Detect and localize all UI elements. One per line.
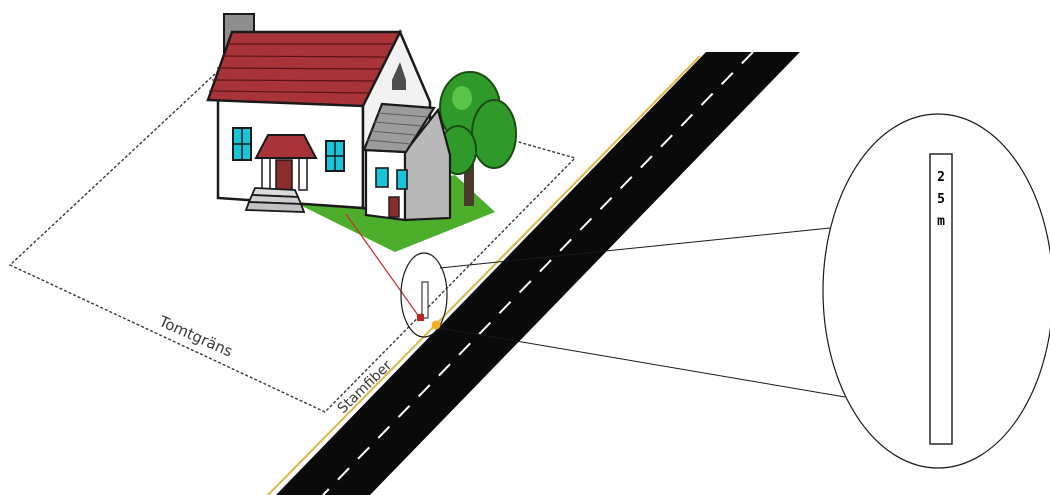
lot-boundary-outline <box>8 59 577 413</box>
road-center-marking <box>322 51 754 495</box>
front-door <box>275 159 293 191</box>
porch-post <box>298 157 308 191</box>
zoom-projection-line <box>439 327 846 398</box>
connection-pipe-small <box>421 281 429 319</box>
depth-label-unit: m <box>937 214 945 229</box>
window <box>396 169 408 190</box>
window <box>375 167 389 188</box>
house <box>206 13 452 222</box>
road <box>276 51 800 495</box>
depth-label-digit: 5 <box>937 192 945 207</box>
annex-roof-lines <box>366 112 429 145</box>
tree-crown-highlight <box>452 86 472 110</box>
drop-cable-line <box>345 213 421 319</box>
annex-side-wall <box>403 107 452 222</box>
depth-label-digit: 2 <box>937 170 945 185</box>
gable-vent <box>392 62 406 90</box>
roof-tile-lines <box>208 43 394 94</box>
connection-pipe-detail <box>929 153 953 445</box>
connection-box <box>417 314 424 321</box>
porch-steps <box>244 187 306 213</box>
trunk-fiber-junction <box>431 320 441 330</box>
lot-boundary-label: Tomtgräns <box>155 312 235 361</box>
tree-trunk <box>464 160 474 206</box>
tree-crown <box>471 99 517 169</box>
zoom-projection-line <box>439 227 831 269</box>
porch-post <box>261 157 271 191</box>
porch-roof <box>254 134 318 159</box>
connection-point-circle <box>400 252 448 338</box>
road-surface <box>276 52 800 495</box>
annex-door <box>388 196 400 218</box>
trunk-fiber-line <box>267 55 701 495</box>
